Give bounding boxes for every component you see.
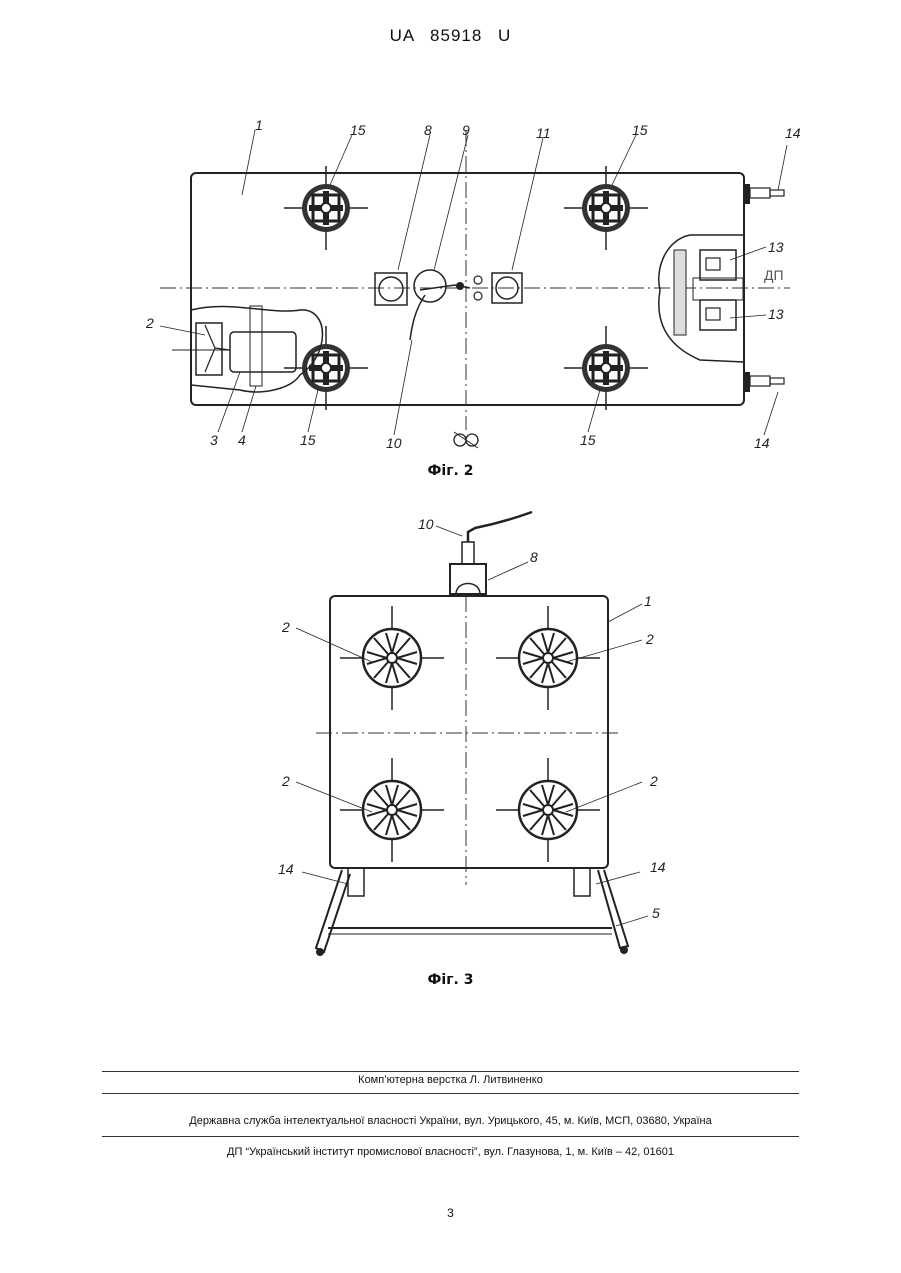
- footer-rule-1: [102, 1071, 799, 1072]
- label-11: 11: [536, 125, 551, 141]
- label-10-f3: 10: [418, 516, 434, 532]
- label-2: 2: [145, 315, 154, 331]
- element-9: [414, 270, 446, 302]
- label-15-b: 15: [632, 122, 648, 138]
- motor-3: [230, 332, 296, 372]
- label-13-a: 13: [768, 239, 784, 255]
- label-13-b: 13: [768, 306, 784, 322]
- fan-2-top-right: [496, 606, 600, 710]
- footer-typesetter: Комп’ютерна верстка Л. Литвиненко: [0, 1074, 901, 1086]
- connector-8-front: [450, 564, 486, 594]
- label-15-d: 15: [580, 432, 596, 448]
- fan-2-bottom-right: [496, 758, 600, 862]
- fan-15-top-left: [284, 166, 368, 250]
- fan-2-top-left: [340, 606, 444, 710]
- label-1-f3: 1: [644, 593, 652, 609]
- label-2-f3-d: 2: [649, 773, 658, 789]
- label-15-c: 15: [300, 432, 316, 448]
- label-14-b: 14: [754, 435, 770, 451]
- label-2-f3-b: 2: [645, 631, 654, 647]
- label-8: 8: [424, 122, 432, 138]
- label-10: 10: [386, 435, 402, 451]
- label-2-f3-a: 2: [281, 619, 290, 635]
- page-number: 3: [0, 1206, 901, 1220]
- label-2-f3-c: 2: [281, 773, 290, 789]
- fan-2-bottom-left: [340, 758, 444, 862]
- footer-agency: Державна служба інтелектуальної власност…: [0, 1115, 901, 1127]
- figure-3-caption: Фіг. 3: [0, 972, 901, 988]
- label-15-a: 15: [350, 122, 366, 138]
- label-14-f3-a: 14: [278, 861, 294, 877]
- footer-institute: ДП “Український інститут промислової вла…: [0, 1146, 901, 1158]
- figure-3-drawing: 10 8 1 2 2 2 2 14 14 5: [0, 500, 901, 970]
- figure-2-drawing: 1 15 8 9 11 15 14 13 ДП 13 2 3 4 15 10 1…: [0, 110, 901, 460]
- footer-rule-2: [102, 1093, 799, 1094]
- label-1: 1: [255, 117, 263, 133]
- connector-8: [375, 273, 407, 305]
- label-8-f3: 8: [530, 549, 538, 565]
- label-9: 9: [462, 122, 470, 138]
- label-5-f3: 5: [652, 905, 660, 921]
- label-14-f3-b: 14: [650, 859, 666, 875]
- fan-15-top-right: [564, 166, 648, 250]
- fan-15-bottom-right: [564, 326, 648, 410]
- footer-rule-3: [102, 1136, 799, 1137]
- label-14-a: 14: [785, 125, 801, 141]
- housing-top-view: [191, 173, 744, 405]
- document-number: UA 85918 U: [0, 26, 901, 46]
- label-4: 4: [238, 432, 246, 448]
- label-3: 3: [210, 432, 218, 448]
- figure-2-caption: Фіг. 2: [0, 463, 901, 479]
- label-dp: ДП: [764, 267, 784, 283]
